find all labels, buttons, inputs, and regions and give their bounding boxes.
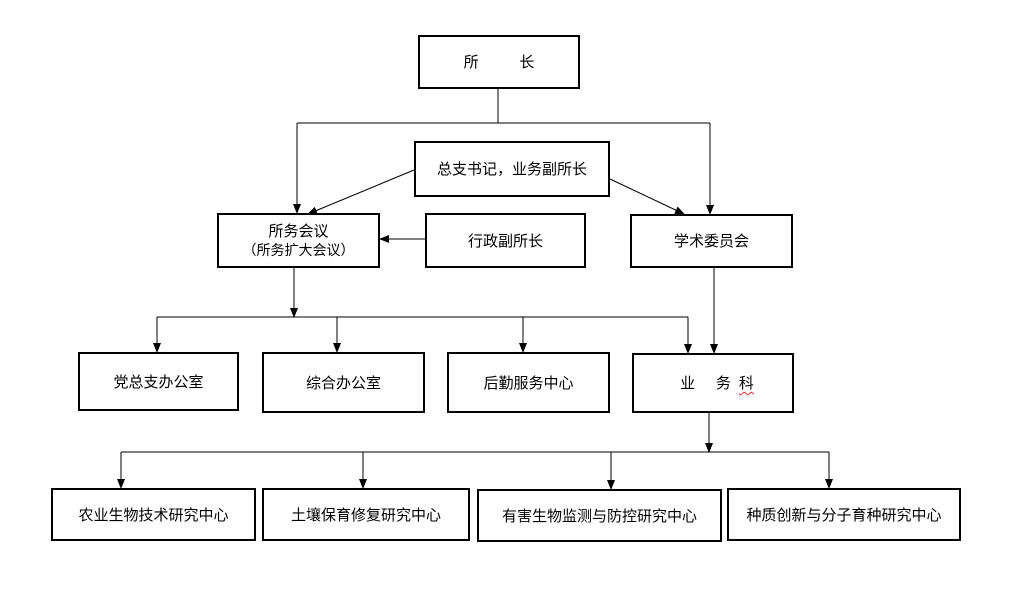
party-office-box: 党总支办公室 [78, 352, 239, 411]
business-dept-box: 业 务科 [632, 353, 794, 413]
center-agri-biotech-label: 农业生物技术研究中心 [78, 505, 229, 524]
business-dept-label: 业 务科 [672, 373, 754, 393]
general-office-label: 综合办公室 [305, 373, 381, 392]
center-soil-restoration-box: 土壤保育修复研究中心 [262, 488, 470, 541]
center-germplasm-breeding-label: 种质创新与分子育种研究中心 [746, 505, 942, 524]
meeting-label: 所务会议 [268, 221, 329, 240]
meeting-sub-label: （所务扩大会议） [242, 242, 355, 259]
secretary-box: 总支书记，业务副所长 [414, 141, 610, 197]
admin-deputy-box: 行政副所长 [425, 213, 586, 268]
center-pest-control-box: 有害生物监测与防控研究中心 [477, 489, 722, 542]
center-germplasm-breeding-box: 种质创新与分子育种研究中心 [727, 488, 961, 541]
center-agri-biotech-box: 农业生物技术研究中心 [51, 488, 256, 541]
center-pest-control-label: 有害生物监测与防控研究中心 [501, 506, 697, 525]
meeting-box: 所务会议 （所务扩大会议） [217, 213, 380, 268]
center-soil-restoration-label: 土壤保育修复研究中心 [290, 505, 441, 524]
director-box: 所 长 [418, 35, 580, 89]
business-dept-label-end: 科 [738, 374, 754, 392]
arrow-secretary-to-academic [609, 178, 685, 215]
party-office-label: 党总支办公室 [113, 372, 204, 391]
academic-committee-box: 学术委员会 [630, 214, 793, 268]
admin-deputy-label: 行政副所长 [467, 231, 543, 250]
director-label: 所 长 [463, 53, 553, 71]
academic-committee-label: 学术委员会 [673, 232, 749, 250]
general-office-box: 综合办公室 [262, 352, 425, 413]
arrow-secretary-to-meeting [307, 169, 415, 215]
logistics-center-label: 后勤服务中心 [483, 373, 574, 392]
logistics-center-box: 后勤服务中心 [447, 352, 610, 413]
business-dept-label-main: 业 务 [680, 374, 739, 392]
secretary-label: 总支书记，业务副所长 [436, 160, 587, 178]
